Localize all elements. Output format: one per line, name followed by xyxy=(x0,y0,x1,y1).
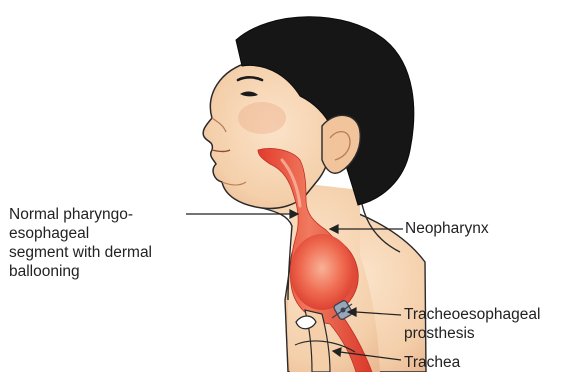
label-trachea: Trachea xyxy=(404,353,460,372)
label-pe-segment: Normal pharyngo- esophageal segment with… xyxy=(9,205,152,281)
label-neopharynx: Neopharynx xyxy=(405,219,489,238)
label-pe-segment-line-2: esophageal xyxy=(9,224,152,243)
label-pe-segment-line-4: ballooning xyxy=(9,262,152,281)
label-pe-segment-line-1: Normal pharyngo- xyxy=(9,205,152,224)
label-prosthesis-line-2: prosthesis xyxy=(404,324,540,343)
dermal-balloon xyxy=(290,234,354,310)
label-prosthesis-line-1: Tracheoesophageal xyxy=(404,305,540,324)
label-prosthesis: Tracheoesophageal prosthesis xyxy=(404,305,540,343)
label-pe-segment-line-3: segment with dermal xyxy=(9,243,152,262)
cheek xyxy=(238,102,286,134)
